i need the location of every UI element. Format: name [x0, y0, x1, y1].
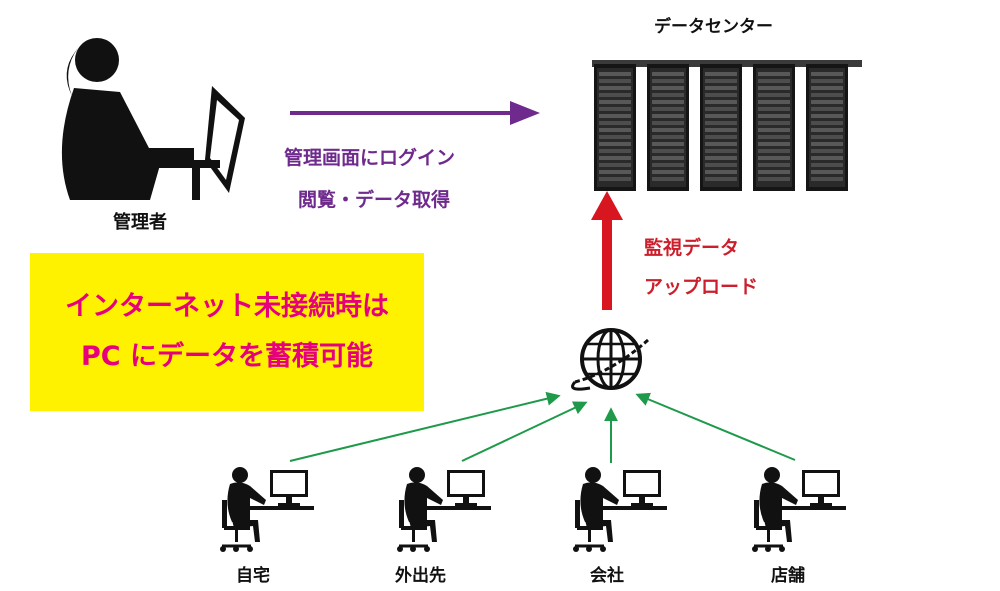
server-rack-icon	[592, 60, 862, 191]
client-connection-arrows	[289, 391, 796, 463]
data-center-label: データセンター	[654, 17, 773, 37]
client-office-label: 会社	[590, 566, 624, 586]
notice-line1: インターネット未接続時は	[65, 291, 389, 322]
admin-label: 管理者	[113, 212, 167, 233]
client-outside-label: 外出先	[395, 566, 446, 586]
login-arrow	[290, 101, 540, 125]
admin-action-line1: 管理画面にログイン	[284, 147, 456, 169]
client-home-label: 自宅	[236, 566, 270, 586]
woman-at-computer-icon	[61, 38, 245, 200]
upload-label-line1: 監視データ	[644, 237, 740, 259]
upload-label-line2: アップロード	[644, 276, 759, 298]
upload-arrow	[591, 191, 623, 310]
worker-at-desk-icon	[218, 465, 848, 554]
client-store-label: 店舗	[771, 566, 805, 586]
notice-line2: PC にデータを蓄積可能	[80, 341, 373, 372]
offline-notice-box: インターネット未接続時は PC にデータを蓄積可能	[30, 253, 424, 411]
globe-icon	[571, 328, 649, 391]
admin-action-line2: 閲覧・データ取得	[298, 189, 451, 211]
